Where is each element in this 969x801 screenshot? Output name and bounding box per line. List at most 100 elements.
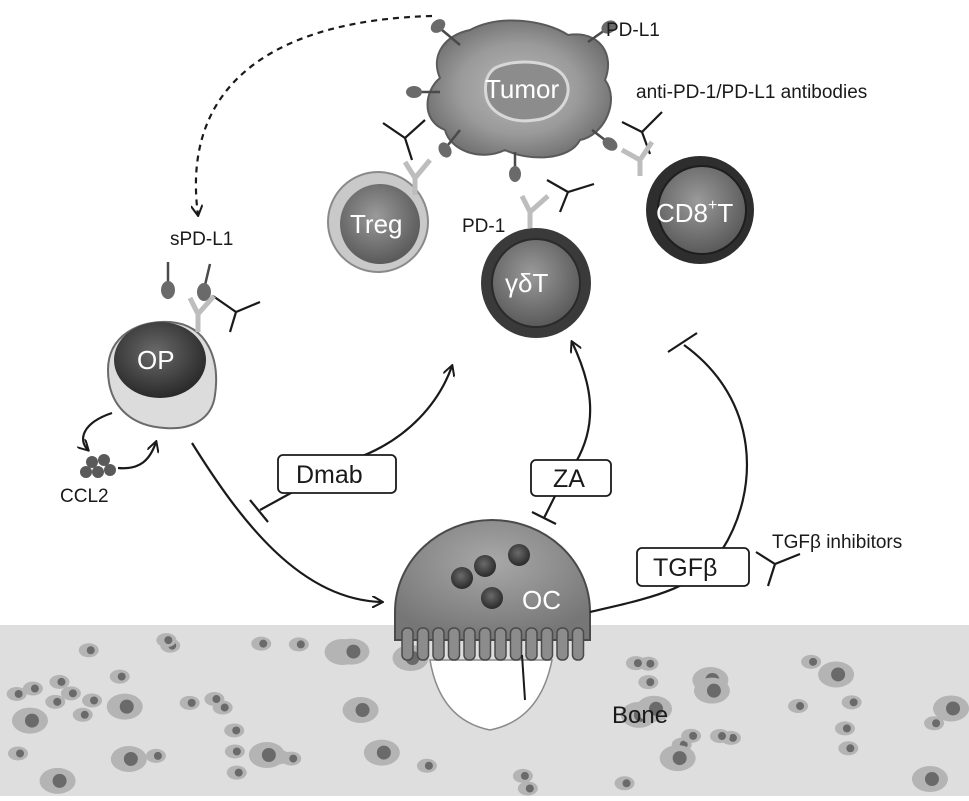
- cd8-label: CD8+T: [656, 197, 733, 228]
- op-label: OP: [137, 345, 175, 375]
- treg-label: Treg: [350, 209, 403, 239]
- osteocyte: [234, 768, 243, 777]
- ruffle-finger: [416, 627, 430, 661]
- za-box: ZA: [530, 459, 612, 497]
- ruffled-border: [401, 627, 585, 661]
- osteocyte: [53, 697, 62, 706]
- ruffle-finger: [494, 627, 507, 661]
- za-arrow: [572, 342, 592, 463]
- oc-nucleus: [481, 587, 503, 609]
- tgfb-inhibit-line: [589, 344, 748, 614]
- osteocyte: [924, 772, 939, 787]
- pd-1-receptor: [519, 194, 550, 228]
- osteocyte: [24, 713, 39, 728]
- pd-1-receptor: [187, 294, 216, 332]
- osteocyte: [187, 698, 196, 707]
- oc-nucleus: [474, 555, 496, 577]
- osteocyte: [424, 761, 433, 770]
- ruffle-finger: [478, 627, 492, 661]
- osteocyte: [525, 784, 534, 793]
- tumor-nucleus: [484, 60, 570, 123]
- ccl2-to-op-arrow: [117, 442, 156, 470]
- spd-l1-ligands: [161, 262, 212, 301]
- ruffle-finger: [571, 627, 585, 661]
- dmab-inhibit-bar: [249, 499, 269, 523]
- osteocyte: [119, 699, 134, 714]
- osteocyte: [232, 726, 241, 735]
- pd-l1-ligand: [438, 129, 461, 158]
- antibody-icon: [546, 179, 595, 213]
- oc-nucleus: [451, 567, 473, 589]
- osteocyte: [80, 710, 89, 719]
- ruffle-finger: [556, 627, 569, 661]
- osteocyte: [355, 703, 370, 718]
- osteocyte: [646, 678, 655, 687]
- ccl2-label: CCL2: [60, 486, 109, 507]
- osteocyte: [259, 639, 268, 648]
- osteocyte: [123, 751, 138, 766]
- dmab-box: Dmab: [277, 454, 397, 494]
- osteocyte: [809, 657, 818, 666]
- osteocyte: [932, 719, 941, 728]
- osteocyte: [261, 747, 276, 762]
- tumor-label: Tumor: [485, 74, 559, 104]
- gamma-delta-t-cell: γδT: [481, 228, 591, 338]
- osteocyte: [220, 703, 229, 712]
- pd-l1-ligands: [406, 19, 618, 182]
- osteocyte: [346, 644, 361, 659]
- osteocyte: [289, 754, 298, 763]
- pd-l1-ligand: [406, 86, 440, 98]
- pd-l1-ligand: [509, 152, 521, 182]
- cd8-t-cell: CD8+T: [646, 156, 754, 264]
- za-inhibit-line: [543, 493, 557, 519]
- osteocyte: [846, 744, 855, 753]
- oc-stalk: [521, 654, 526, 701]
- osteocyte: [842, 724, 851, 733]
- osteocyte: [689, 731, 698, 740]
- osteocyte: [52, 773, 67, 788]
- pd-l1-ligand: [591, 129, 618, 151]
- oc-nucleus: [508, 544, 530, 566]
- bone-label: Bone: [612, 702, 668, 729]
- osteocyte: [622, 779, 631, 788]
- antibodies-label: anti-PD-1/PD-L1 antibodies: [636, 82, 867, 103]
- osteocyte: [212, 695, 221, 704]
- ccl2-chemokine: [80, 454, 116, 478]
- antibodies: [212, 111, 801, 587]
- spd-l1-label: sPD-L1: [170, 229, 233, 250]
- antibody-icon: [212, 295, 261, 333]
- pathway-lines: [83, 14, 748, 614]
- pd-1-receptor: [402, 158, 432, 195]
- ruffle-finger: [463, 627, 476, 661]
- osteocyte: [633, 659, 642, 668]
- oc-label: OC: [522, 585, 561, 615]
- osteocyte: [376, 745, 391, 760]
- op-to-ccl2-arrow: [83, 411, 113, 450]
- gdt-label: γδT: [505, 268, 548, 298]
- osteocyte: [164, 636, 173, 645]
- op-to-oc-arrow: [191, 442, 382, 602]
- treg-cell: Treg: [327, 171, 429, 273]
- osteocyte: [68, 689, 77, 698]
- tgfb-label: TGFβ: [653, 554, 717, 582]
- tgfb-box: TGFβ: [636, 547, 750, 587]
- ruffle-finger: [447, 627, 461, 661]
- osteocyte: [646, 659, 655, 668]
- osteocyte: [86, 646, 95, 655]
- op-cell: OP: [106, 320, 217, 430]
- ruffle-finger: [540, 627, 554, 661]
- ruffle-finger: [401, 627, 414, 661]
- za-label: ZA: [553, 465, 585, 493]
- dmab-label: Dmab: [296, 461, 363, 489]
- osteocyte: [520, 771, 529, 780]
- osteocyte: [796, 702, 805, 711]
- pd-1-label: PD-1: [462, 216, 505, 237]
- bone-osteocytes: [6, 633, 969, 796]
- osteocyte: [728, 733, 737, 742]
- antibody-icon: [621, 111, 663, 155]
- osteocyte: [153, 751, 162, 760]
- osteocyte: [946, 701, 961, 716]
- osteocyte: [14, 689, 23, 698]
